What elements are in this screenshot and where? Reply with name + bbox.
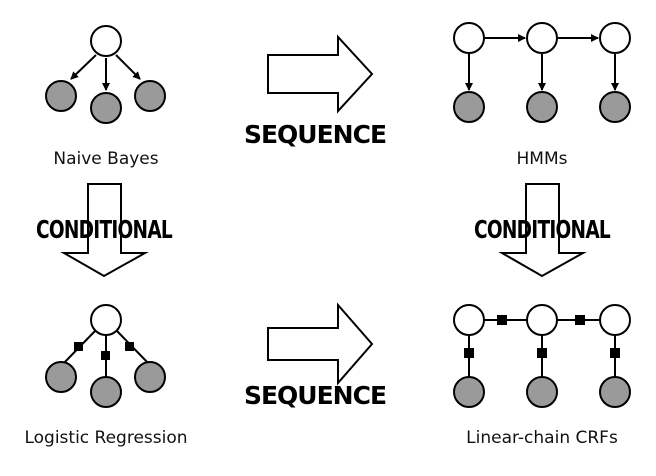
crf-hidden-node	[453, 304, 485, 336]
logistic-regression-model: Logistic Regression	[24, 304, 188, 448]
linear-chain-crf-model: Linear-chain CRFs	[453, 304, 631, 448]
lr-observed-node	[134, 361, 166, 393]
crf-observed-node	[453, 376, 485, 408]
right-arrow-icon	[267, 34, 374, 114]
left-conditional-transition: CONDITIONAL	[36, 183, 174, 278]
crf-factor	[464, 348, 474, 358]
lr-factor	[125, 342, 134, 351]
nb-edge-left	[70, 54, 97, 80]
crf-hidden-node	[526, 304, 558, 336]
right-conditional-transition: CONDITIONAL	[474, 183, 612, 278]
naive-bayes-caption: Naive Bayes	[53, 149, 158, 169]
hmm-hidden-node	[599, 22, 631, 54]
crf-hidden-node	[599, 304, 631, 336]
nb-observed-node	[90, 92, 122, 124]
crf-factor	[497, 315, 507, 325]
crf-observed-node	[599, 376, 631, 408]
bottom-sequence-label: SEQUENCE	[244, 381, 386, 410]
lr-factor	[101, 351, 110, 360]
crf-factor	[537, 348, 547, 358]
nb-hidden-node	[90, 25, 122, 57]
right-conditional-label: CONDITIONAL	[474, 215, 611, 244]
crf-factor	[575, 315, 585, 325]
down-arrow-icon	[60, 183, 149, 278]
hmm-hidden-node	[453, 22, 485, 54]
nb-observed-node	[134, 80, 166, 112]
naive-bayes-model: Naive Bayes	[45, 25, 166, 169]
nb-observed-node	[45, 80, 77, 112]
hmm-hidden-node	[526, 22, 558, 54]
down-arrow-icon	[498, 183, 587, 278]
top-sequence-label: SEQUENCE	[244, 120, 386, 149]
left-conditional-label: CONDITIONAL	[36, 215, 173, 244]
nb-edge-right	[115, 54, 141, 80]
lr-factor	[74, 342, 83, 351]
hmm-observed-node	[453, 91, 485, 123]
lr-hidden-node	[90, 304, 122, 336]
lr-observed-node	[45, 361, 77, 393]
hmms-caption: HMMs	[517, 149, 568, 169]
right-arrow-icon	[267, 302, 374, 386]
bottom-sequence-transition: SEQUENCE	[244, 302, 387, 410]
hmm-observed-node	[599, 91, 631, 123]
top-sequence-transition: SEQUENCE	[244, 34, 387, 149]
crf-factor	[610, 348, 620, 358]
hmm-observed-node	[526, 91, 558, 123]
lr-observed-node	[90, 376, 122, 408]
crf-observed-node	[526, 376, 558, 408]
hmm-model: HMMs	[453, 22, 631, 169]
linear-chain-crfs-caption: Linear-chain CRFs	[466, 428, 618, 448]
logistic-regression-caption: Logistic Regression	[24, 428, 187, 448]
